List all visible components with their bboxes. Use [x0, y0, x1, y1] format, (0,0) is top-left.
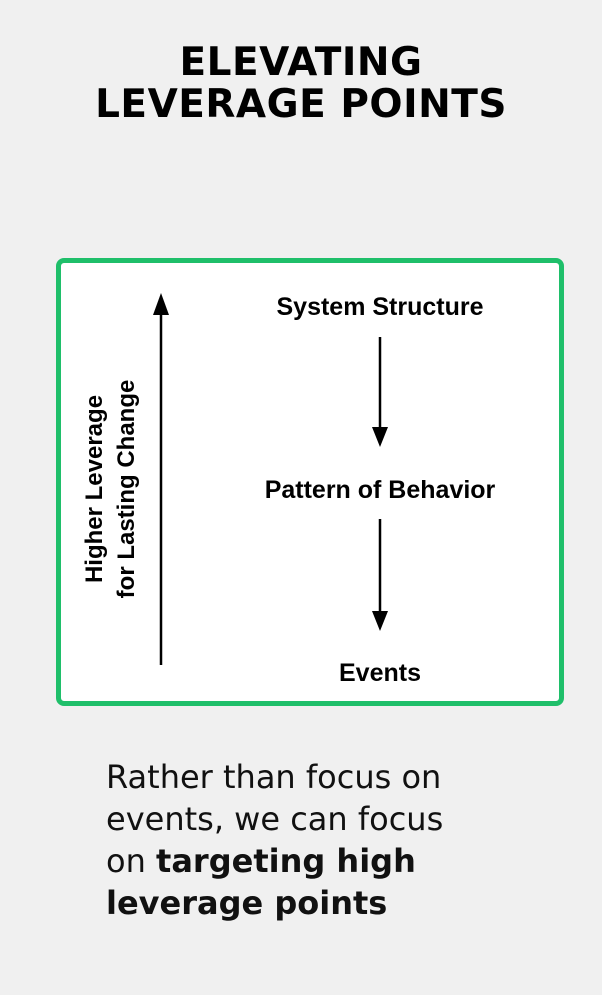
caption-line-2: events, we can focus [106, 800, 444, 838]
down-arrow-pattern-to-events [372, 519, 388, 631]
level-events: Events [339, 659, 421, 687]
caption-emphasis-2: leverage points [106, 884, 388, 922]
down-arrow-structure-to-pattern [372, 337, 388, 447]
caption-emphasis-1: targeting high [156, 842, 416, 880]
diagram-canvas: Higher Leverage for Lasting Change Syste… [81, 293, 496, 687]
caption-line-3-prefix: on [106, 842, 157, 880]
level-system-structure: System Structure [276, 293, 483, 321]
axis-label-line-2: for Lasting Change [113, 380, 140, 599]
leverage-diagram: Higher Leverage for Lasting Change Syste… [56, 258, 564, 706]
caption-text: Rather than focus on events, we can focu… [106, 756, 566, 924]
page-title: ELEVATING LEVERAGE POINTS [0, 42, 602, 126]
axis-label-line-1: Higher Leverage [81, 395, 108, 583]
caption-line-1: Rather than focus on [106, 758, 442, 796]
title-line-2: LEVERAGE POINTS [95, 82, 507, 127]
level-pattern-of-behavior: Pattern of Behavior [265, 476, 496, 504]
leverage-up-arrow [153, 293, 169, 665]
title-line-1: ELEVATING [179, 40, 423, 85]
